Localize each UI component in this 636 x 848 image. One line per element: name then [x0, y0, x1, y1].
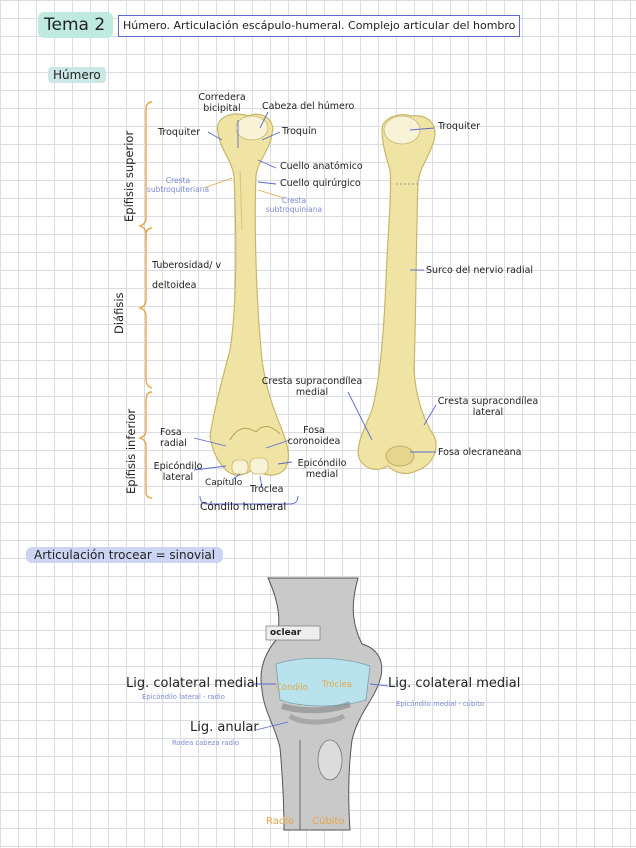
fosa-radial-label: Fosa radial: [160, 427, 187, 449]
corredera-bicipital-label: Corredera bicipital: [198, 92, 246, 114]
troquiter-right-label: Troquiter: [438, 121, 481, 132]
epicondilo-lateral-radio-label: Epicóndilo lateral - radio: [142, 693, 225, 701]
cresta-supracondilea-medial-label: Cresta supracondílea medial: [261, 376, 363, 398]
elbow-image-text: oclear: [270, 628, 302, 638]
humerus-anterior: [209, 113, 290, 476]
epicondilo-medial-cubito-label: Epicóndilo medial - cúbito: [396, 700, 485, 708]
cuello-quirurgico-label: Cuello quirúrgico: [280, 178, 361, 189]
epicondilo-lateral-label: Epicóndilo lateral: [153, 461, 203, 483]
region-brackets: [137, 101, 153, 499]
radio-label: Radio: [266, 816, 295, 827]
tuberosidad-deltoidea-label: Tuberosidad/ v deltoidea: [152, 260, 222, 291]
troquin-label: Troquín: [282, 126, 317, 137]
troclea-label: Tróclea: [250, 484, 284, 495]
troquiter-left-label: Troquiter: [158, 127, 201, 138]
lig-colateral-medial-right-label: Lig. colateral medial: [388, 676, 521, 691]
condilo-humeral-label: Cóndilo humeral: [200, 501, 287, 513]
cubito-label: Cúbito: [312, 816, 345, 827]
condilo-label: Cóndilo: [276, 683, 308, 693]
subject-box: Húmero. Articulación escápulo-humeral. C…: [118, 15, 521, 37]
fosa-olecraneana-label: Fosa olecraneana: [438, 447, 522, 458]
lig-colateral-medial-left-label: Lig. colateral medial: [126, 676, 259, 691]
topic-title: Tema 2: [38, 12, 114, 38]
humero-section-title: Húmero: [48, 67, 106, 83]
lig-anular-label: Lig. anular: [190, 720, 259, 735]
cabeza-humero-label: Cabeza del húmero: [262, 101, 355, 112]
cuello-anatomico-label: Cuello anatómico: [280, 161, 363, 172]
surco-nervio-radial-label: Surco del nervio radial: [426, 265, 534, 276]
fosa-coronoidea-label: Fosa coronoidea: [287, 425, 341, 447]
cresta-supracondilea-lateral-label: Cresta supracondílea lateral: [437, 396, 539, 418]
cresta-subtroquiniana-label: Cresta subtroquiniana: [265, 196, 323, 214]
epicondilo-medial-label: Epicóndilo medial: [297, 458, 347, 480]
leader-lines: [193, 111, 437, 489]
capitulo-label: Capítulo: [205, 478, 243, 488]
troclea-elbow-label: Tróclea: [322, 680, 352, 690]
cresta-subtroquiteriana-label: Cresta subtroquiteriana: [146, 176, 210, 194]
articulacion-section-title: Articulación trocear = sinovial: [26, 547, 224, 563]
rodea-cabeza-radio-label: Rodea cabeza radio: [172, 739, 240, 747]
humerus-posterior: [357, 114, 437, 475]
